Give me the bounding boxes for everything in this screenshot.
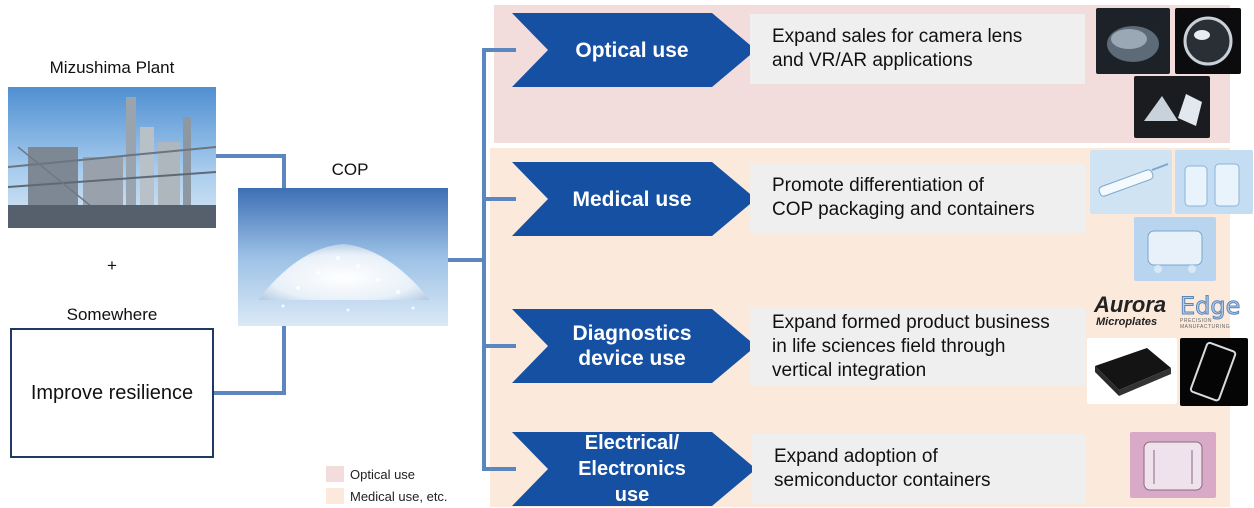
connector-trunk <box>482 48 486 471</box>
desc-medical-use: Promote differentiation of COP packaging… <box>750 163 1085 233</box>
optical-prism-image <box>1134 76 1210 138</box>
chevron-label: Diagnostics device use <box>572 322 692 370</box>
connector-cop-h <box>446 258 486 262</box>
connector-branch-4 <box>482 467 516 471</box>
chevron-label: Electrical/ Electronics use <box>578 432 686 506</box>
diagnostics-cartridge-image <box>1180 338 1248 406</box>
plant-label: Mizushima Plant <box>49 58 175 77</box>
resilience-box: Improve resilience <box>10 328 214 458</box>
chevron-medical-use: Medical use <box>512 162 756 236</box>
electrical-wafer-container-image <box>1130 432 1216 498</box>
desc-electrical-electronics-use: Expand adoption of semiconductor contain… <box>752 434 1085 504</box>
chevron-label: Optical use <box>575 38 689 62</box>
resilience-text: Improve resilience <box>30 381 194 404</box>
connector-res-h <box>214 391 286 395</box>
aurora-logo-text: Aurora <box>1094 292 1167 317</box>
medical-vials-image <box>1175 150 1253 214</box>
chevron-electrical-electronics-use: Electrical/ Electronics use <box>512 432 756 506</box>
aurora-logo: Aurora Microplates <box>1094 294 1178 336</box>
legend-label-optical: Optical use <box>350 467 416 482</box>
legend-swatch-medical <box>326 488 344 504</box>
edge-logo-subtext: PRECISION MANUFACTURING <box>1180 318 1231 330</box>
desc-optical-use: Expand sales for camera lens and VR/AR a… <box>750 14 1085 84</box>
connector-plant-v <box>282 154 286 190</box>
connector-branch-2 <box>482 197 516 201</box>
edge-logo: Edge PRECISION MANUFACTURING <box>1180 294 1252 334</box>
diagnostics-microplate-image <box>1087 338 1177 404</box>
somewhere-label: Somewhere <box>66 305 158 324</box>
connector-branch-1 <box>482 48 516 52</box>
legend-swatch-optical <box>326 466 344 482</box>
plus-sign: + <box>107 256 117 275</box>
chevron-diagnostics-device-use: Diagnostics device use <box>512 309 756 383</box>
chevron-label: Medical use <box>572 187 692 211</box>
connector-res-v <box>282 325 286 395</box>
cop-photo <box>238 188 448 326</box>
connector-plant-h <box>216 154 286 158</box>
legend-label-medical: Medical use, etc. <box>350 489 448 504</box>
medical-container-image <box>1134 217 1216 281</box>
cop-label: COP <box>331 160 369 179</box>
aurora-logo-subtext: Microplates <box>1096 316 1158 328</box>
chevron-optical-use: Optical use <box>512 13 756 87</box>
edge-logo-text: Edge <box>1180 292 1241 320</box>
plant-photo <box>8 87 216 228</box>
optical-lens-image <box>1096 8 1170 74</box>
desc-diagnostics-device-use: Expand formed product business in life s… <box>750 308 1085 386</box>
connector-branch-3 <box>482 344 516 348</box>
optical-dome-lens-image <box>1175 8 1241 74</box>
medical-syringe-image <box>1090 150 1172 214</box>
